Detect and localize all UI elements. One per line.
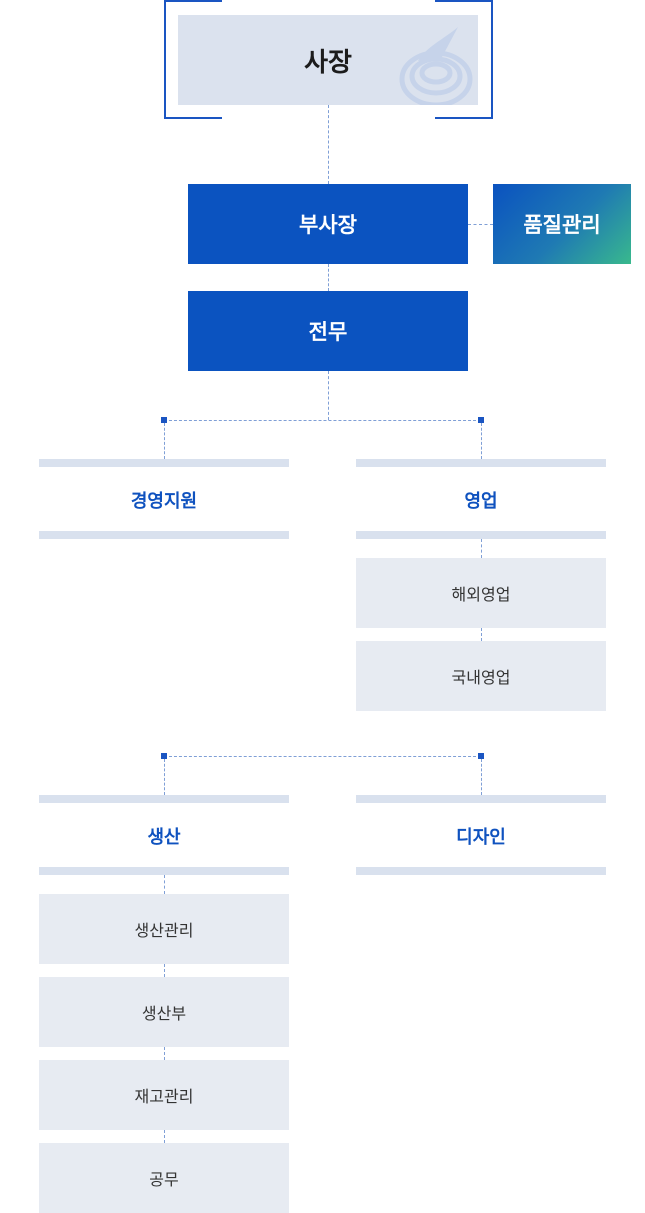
branch-line-upper: [164, 420, 481, 421]
management-bottom-bar: [39, 531, 289, 539]
branch-dot-left-lower: [161, 753, 167, 759]
design-bottom-bar: [356, 867, 606, 875]
production-top-bar: [39, 795, 289, 803]
branch-dot-left-upper: [161, 417, 167, 423]
engineering-team: 공무: [39, 1143, 289, 1213]
ceo-node: 사장: [178, 15, 478, 105]
overseas-sales-team: 해외영업: [356, 558, 606, 628]
ceo-frame-right-edge: [491, 0, 493, 119]
connector-team1-team2: [164, 964, 165, 977]
design-label: 디자인: [456, 827, 506, 848]
branch-dot-right-lower: [478, 753, 484, 759]
production-bottom-bar: [39, 867, 289, 875]
inventory-management-team: 재고관리: [39, 1060, 289, 1130]
ceo-frame-bottom-left-tick: [164, 117, 222, 119]
production-management-team: 생산관리: [39, 894, 289, 964]
production-management-label: 생산관리: [134, 921, 194, 940]
connector-production-team1: [164, 875, 165, 894]
domestic-sales-team: 국내영업: [356, 641, 606, 711]
connector-vp-director: [328, 264, 329, 291]
domestic-sales-label: 국내영업: [451, 668, 511, 687]
design-top-bar: [356, 795, 606, 803]
connector-director-branch: [328, 371, 329, 420]
management-support-label: 경영지원: [130, 491, 198, 512]
ceo-frame-top-right-tick: [435, 0, 493, 2]
connector-team2-team3: [164, 1047, 165, 1060]
ceo-frame-top-left-tick: [164, 0, 222, 2]
sales-top-bar: [356, 459, 606, 467]
branch-line-lower: [164, 756, 481, 757]
quality-node: 품질관리: [493, 184, 631, 264]
production-label: 생산: [147, 827, 181, 848]
connector-to-production: [164, 759, 165, 795]
director-label: 전무: [308, 320, 348, 344]
production-dept-label: 생산부: [141, 1004, 187, 1023]
ceo-frame-bottom-right-tick: [435, 117, 493, 119]
sales-bottom-bar: [356, 531, 606, 539]
swirl-logo-icon: [399, 27, 473, 105]
connector-to-sales: [481, 423, 482, 459]
overseas-sales-label: 해외영업: [451, 585, 511, 604]
connector-to-management: [164, 423, 165, 459]
connector-ceo-vp: [328, 105, 329, 184]
ceo-label: 사장: [304, 47, 352, 78]
connector-vp-quality: [468, 224, 493, 225]
inventory-management-label: 재고관리: [134, 1087, 194, 1106]
vice-president-label: 부사장: [299, 213, 357, 237]
engineering-label: 공무: [149, 1170, 179, 1189]
director-node: 전무: [188, 291, 468, 371]
connector-team3-team4: [164, 1130, 165, 1143]
ceo-frame-left-edge: [164, 0, 166, 119]
connector-sales-overseas: [481, 539, 482, 558]
sales-label: 영업: [464, 491, 498, 512]
branch-dot-right-upper: [478, 417, 484, 423]
quality-label: 품질관리: [523, 213, 601, 237]
connector-overseas-domestic: [481, 628, 482, 641]
management-top-bar: [39, 459, 289, 467]
vice-president-node: 부사장: [188, 184, 468, 264]
connector-to-design: [481, 759, 482, 795]
production-dept-team: 생산부: [39, 977, 289, 1047]
